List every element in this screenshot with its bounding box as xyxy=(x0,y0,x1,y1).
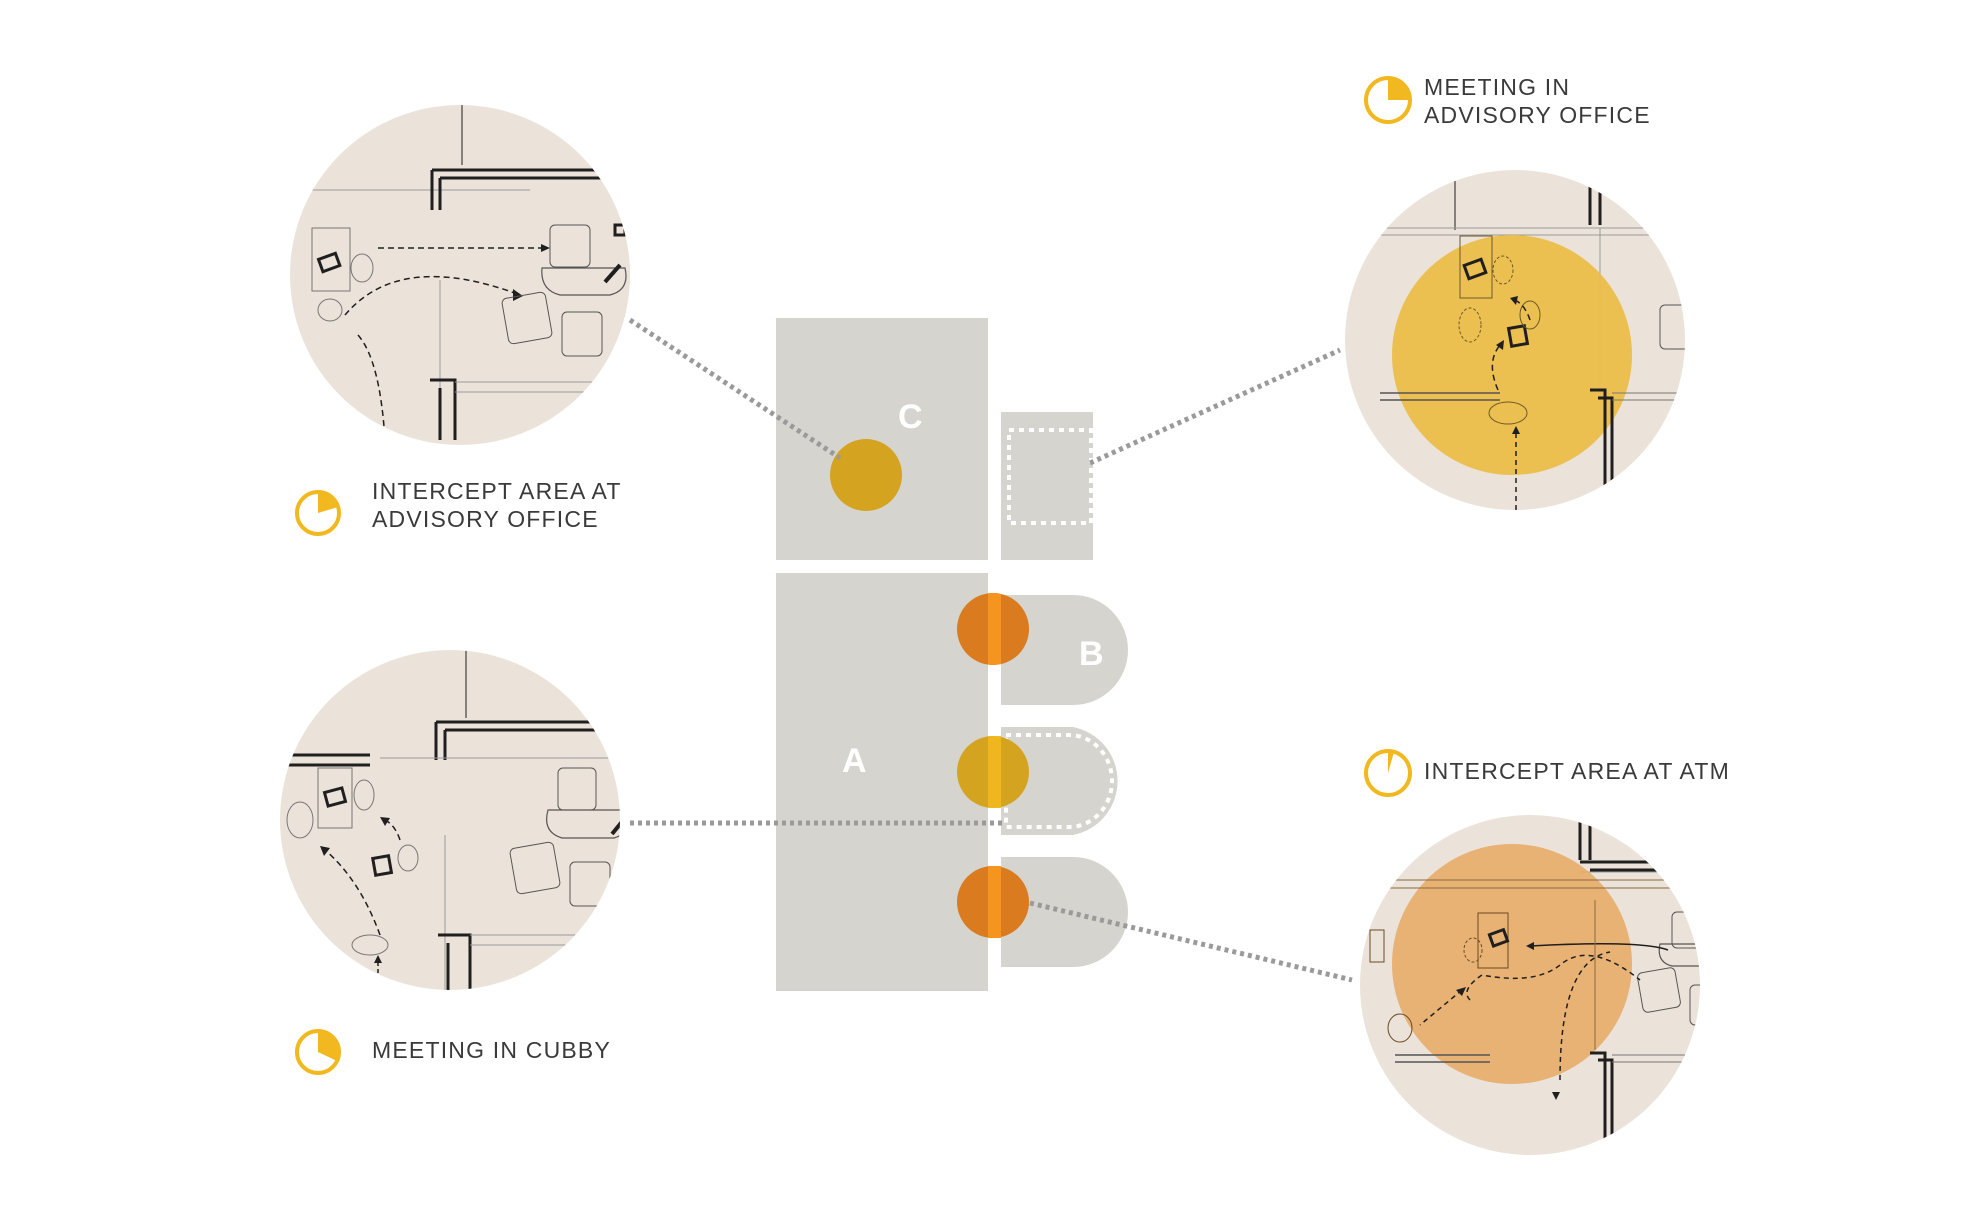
hotspot-cubby-3-seam xyxy=(988,866,1001,938)
pie-clock-icon xyxy=(1364,749,1412,797)
caption-meeting-in-cubby: MEETING IN CUBBY xyxy=(372,1036,611,1064)
zone-c-block xyxy=(776,318,988,560)
caption-intercept-atm: INTERCEPT AREA AT ATM xyxy=(1424,757,1730,785)
zone-d-block xyxy=(1001,412,1093,560)
atm-zone-highlight xyxy=(1392,844,1632,1084)
vignette-meeting-in-cubby xyxy=(280,650,620,990)
vignette-meeting-advisory-office xyxy=(1345,170,1685,510)
vignette-intercept-advisory-office xyxy=(290,105,630,445)
zone-label-d: D xyxy=(1096,535,1121,573)
caption-line: MEETING IN xyxy=(1424,74,1571,100)
caption-line: INTERCEPT AREA AT ATM xyxy=(1424,758,1730,784)
zone-a-block xyxy=(776,573,988,991)
hotspot-cubby-2-seam xyxy=(988,736,1001,808)
floor-plan xyxy=(776,318,1128,991)
zone-label-b: B xyxy=(1079,635,1104,673)
connector-bottom-right xyxy=(1029,900,1353,983)
zone-label-c: C xyxy=(898,398,923,436)
zone-label-a: A xyxy=(842,742,867,780)
meeting-zone-highlight xyxy=(1392,235,1632,475)
zone-d-dotted-frame xyxy=(1007,428,1093,525)
zone-b-cubby-1 xyxy=(1001,595,1128,705)
pie-clock-icon xyxy=(1364,76,1412,124)
caption-line: INTERCEPT AREA AT xyxy=(372,478,622,504)
pie-clock-icon xyxy=(295,490,341,536)
caption-meeting-advisory-office: MEETING IN ADVISORY OFFICE xyxy=(1424,73,1651,129)
caption-line: ADVISORY OFFICE xyxy=(372,506,599,532)
connector-lines xyxy=(628,317,1353,983)
hotspot-cubby-1-seam xyxy=(988,593,1001,665)
caption-line: ADVISORY OFFICE xyxy=(1424,102,1651,128)
cubby-2-dotted-outline xyxy=(1004,733,1114,829)
zone-b-cubby-2 xyxy=(1001,727,1118,835)
hotspot-advisory-office xyxy=(830,439,902,511)
pie-clock-icon xyxy=(295,1029,341,1075)
caption-line: MEETING IN CUBBY xyxy=(372,1037,612,1063)
caption-intercept-advisory-office: INTERCEPT AREA AT ADVISORY OFFICE xyxy=(372,477,622,533)
connector-top-right xyxy=(1088,347,1342,466)
vignette-intercept-atm xyxy=(1360,815,1700,1155)
connector-top-left xyxy=(628,317,842,461)
